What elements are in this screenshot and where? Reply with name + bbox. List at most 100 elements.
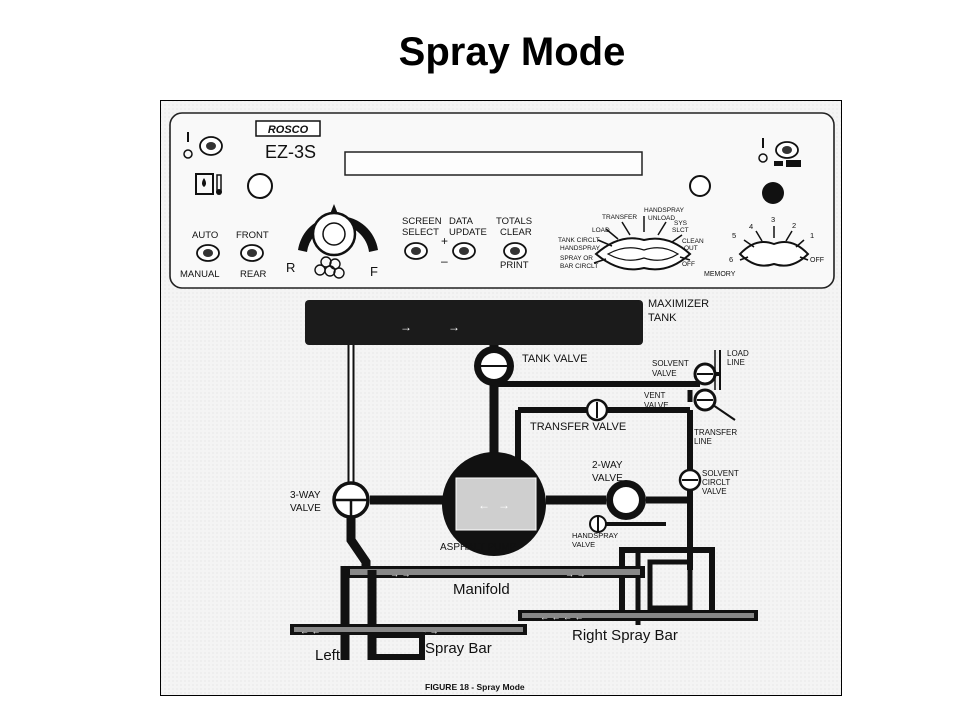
minus-label: – bbox=[441, 254, 448, 268]
update-label: UPDATE bbox=[449, 227, 487, 238]
right-spray-bar: ← ← ← ← bbox=[518, 610, 758, 622]
maximizer-tank: → → bbox=[305, 300, 643, 345]
flow-arrow-glyph: → bbox=[498, 498, 510, 512]
dial-handspray-position-label: HANDSPRAY bbox=[560, 245, 601, 252]
brand-name: ROSCO bbox=[268, 124, 309, 136]
power-toggle-switch[interactable] bbox=[183, 132, 223, 159]
solvent-valve bbox=[693, 362, 717, 386]
memory-label: MEMORY bbox=[704, 271, 736, 278]
model-name: EZ-3S bbox=[265, 142, 316, 162]
transfer-line-pipe bbox=[712, 404, 736, 421]
display-window bbox=[344, 151, 643, 176]
flow-arrow-glyph: ← ← ← ← bbox=[540, 612, 584, 622]
front-rear-switch[interactable] bbox=[240, 244, 264, 262]
asphalt-pump-label: ASPHALT PUMP bbox=[440, 542, 517, 553]
forward-label: F bbox=[370, 264, 378, 279]
dial-handspray-label: HANDSPRAY bbox=[644, 207, 685, 214]
tank-temperature-button[interactable] bbox=[247, 173, 273, 199]
mode-selector-dial[interactable] bbox=[593, 216, 692, 271]
dial-load-label: LOAD bbox=[592, 227, 610, 234]
tank-valve bbox=[474, 346, 514, 386]
solvent-circlt-label-3: VALVE bbox=[702, 487, 727, 496]
front-label: FRONT bbox=[236, 230, 269, 241]
dial-bar-circlt-label: BAR CIRCLT bbox=[560, 263, 598, 270]
figure-caption: FIGURE 18 - Spray Mode bbox=[425, 682, 525, 692]
tank-temperature-icon bbox=[195, 173, 222, 195]
transfer-valve-label: TRANSFER VALVE bbox=[530, 421, 626, 433]
vent-valve-label-2: VALVE bbox=[644, 401, 669, 410]
dial-unload-label: UNLOAD bbox=[648, 215, 675, 222]
three-way-label-1: 3-WAY bbox=[290, 490, 321, 501]
spray-bar-label: Spray Bar bbox=[425, 640, 492, 657]
solvent-valve-label-2: VALVE bbox=[652, 369, 677, 378]
dial-transfer-label: TRANSFER bbox=[602, 214, 637, 221]
transfer-line-label-1: TRANSFER bbox=[694, 428, 737, 437]
solvent-circlt-valve bbox=[678, 468, 702, 492]
status-light-filled bbox=[762, 182, 784, 204]
load-line-pipe bbox=[714, 350, 721, 390]
dial-off-label: OFF bbox=[682, 261, 695, 268]
dial-tank-circlt-label: TANK CIRCLT bbox=[558, 237, 600, 244]
solvent-circlt-label-1: SOLVENT bbox=[702, 469, 739, 478]
flow-arrow-glyph: ← ← bbox=[300, 626, 321, 636]
right-spray-bar-label: Right Spray Bar bbox=[572, 627, 678, 644]
handspray-valve-label-2: VALVE bbox=[572, 540, 595, 549]
brand-logo: ROSCO bbox=[255, 120, 321, 137]
handspray-valve bbox=[589, 515, 666, 533]
slide-title: Spray Mode bbox=[398, 30, 626, 74]
vent-valve bbox=[687, 388, 717, 412]
screen-select-switch[interactable] bbox=[404, 242, 428, 260]
three-way-valve bbox=[332, 481, 370, 519]
auto-manual-switch[interactable] bbox=[196, 244, 220, 262]
memory-3-label: 3 bbox=[771, 215, 775, 224]
data-label: DATA bbox=[449, 216, 474, 227]
memory-5-label: 5 bbox=[732, 231, 736, 240]
memory-1-label: 1 bbox=[810, 231, 814, 240]
left-spray-bar: ← ← → → bbox=[290, 624, 527, 660]
memory-6-label: 6 bbox=[729, 255, 733, 264]
tank-valve-label: TANK VALVE bbox=[522, 353, 587, 365]
load-line-label-1: LOAD bbox=[727, 349, 749, 358]
direction-dial[interactable] bbox=[298, 204, 378, 279]
status-light-open bbox=[689, 175, 711, 197]
dial-spray-or-label: SPRAY OR bbox=[560, 255, 593, 262]
handspray-valve-label-1: HANDSPRAY bbox=[572, 531, 618, 540]
flow-arrow-glyph: → → bbox=[565, 569, 586, 579]
totals-label: TOTALS bbox=[496, 216, 532, 227]
flow-arrow-glyph: ← bbox=[478, 498, 490, 512]
memory-4-label: 4 bbox=[749, 222, 753, 231]
vent-valve-label-1: VENT bbox=[644, 391, 665, 400]
dial-out-label: OUT bbox=[684, 245, 698, 252]
dial-slct-label: SLCT bbox=[672, 227, 689, 234]
flow-arrow-glyph: → bbox=[448, 320, 460, 334]
manual-label: MANUAL bbox=[180, 269, 220, 280]
auto-label: AUTO bbox=[192, 230, 218, 241]
load-line-label-2: LINE bbox=[727, 358, 745, 367]
memory-2-label: 2 bbox=[792, 221, 796, 230]
flow-arrow-glyph: → → bbox=[418, 626, 439, 636]
three-way-label-2: VALVE bbox=[290, 503, 321, 514]
transfer-valve bbox=[585, 398, 609, 422]
dial-clean-label: CLEAN bbox=[682, 238, 704, 245]
totals-clear-switch[interactable] bbox=[503, 242, 527, 260]
memory-selector-dial[interactable] bbox=[738, 226, 810, 267]
transfer-line-label-2: LINE bbox=[694, 437, 712, 446]
spray-mode-diagram: ROSCO EZ-3S AUTO MANUAL bbox=[160, 100, 842, 696]
dial-sys-label: SYS bbox=[674, 220, 688, 227]
two-way-label-2: VALVE bbox=[592, 473, 623, 484]
two-way-label-1: 2-WAY bbox=[592, 460, 623, 471]
reverse-label: R bbox=[286, 260, 295, 275]
solvent-circlt-label-2: CIRCLT bbox=[702, 478, 730, 487]
solvent-valve-label-1: SOLVENT bbox=[652, 359, 689, 368]
rear-label: REAR bbox=[240, 269, 267, 280]
data-update-switch[interactable] bbox=[452, 242, 476, 260]
two-way-valve bbox=[606, 480, 646, 520]
asphalt-pump: ← → bbox=[442, 452, 546, 556]
clear-label: CLEAR bbox=[500, 227, 532, 238]
plus-label: + bbox=[441, 234, 448, 248]
tank-label: TANK bbox=[648, 312, 677, 324]
left-label: Left bbox=[315, 647, 341, 664]
flow-schematic: → → MAXIMIZER TANK TANK VALVE bbox=[290, 298, 758, 664]
right-toggle-switch[interactable] bbox=[758, 138, 801, 167]
manifold-label: Manifold bbox=[453, 581, 510, 598]
